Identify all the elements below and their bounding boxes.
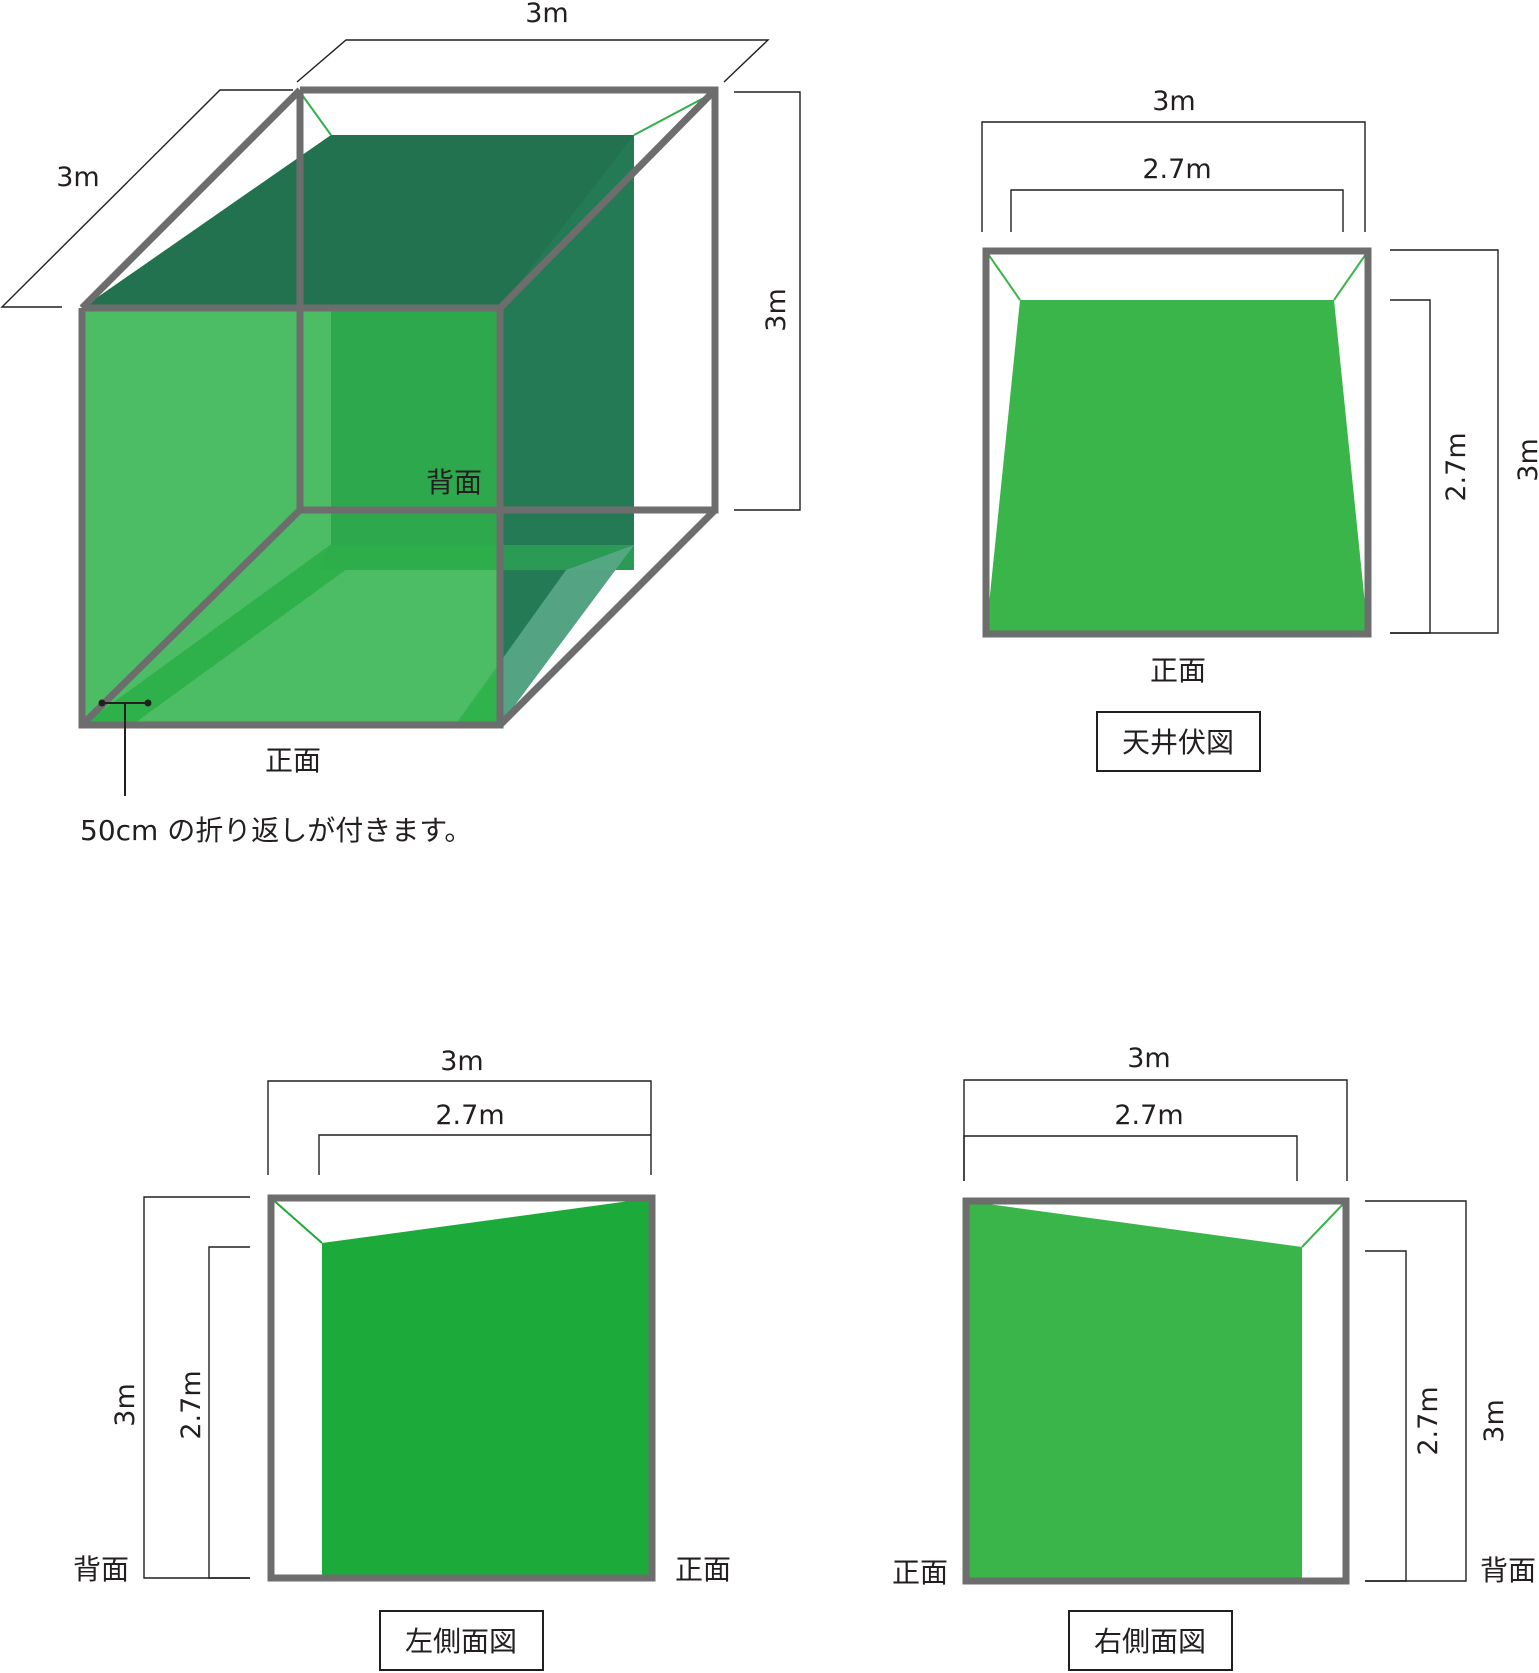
fold-marker-dot bbox=[98, 699, 106, 707]
ceiling-inner-height-dimension bbox=[1390, 299, 1431, 634]
ceiling-outer-height-label: 3m bbox=[1513, 438, 1539, 481]
right-outer-height-label: 3m bbox=[1479, 1399, 1510, 1442]
ceiling-outer-height-dimension bbox=[1390, 249, 1499, 634]
ceiling-front-label: 正面 bbox=[1150, 654, 1206, 687]
ceiling-title-box bbox=[1096, 711, 1261, 772]
right-side-title: 右側面図 bbox=[1094, 1625, 1206, 1658]
left-side-net bbox=[322, 1198, 652, 1578]
iso-back-label: 背面 bbox=[426, 466, 482, 499]
left-side-title: 左側面図 bbox=[405, 1625, 517, 1658]
right-outer-width-dimension bbox=[963, 1079, 1348, 1181]
left-title-box bbox=[379, 1610, 544, 1671]
left-outer-height-dimension bbox=[143, 1196, 250, 1579]
right-inner-width-dimension bbox=[963, 1135, 1298, 1181]
right-inner-height-dimension bbox=[1365, 1250, 1407, 1582]
left-outer-width-dimension bbox=[267, 1080, 652, 1175]
iso-height-dimension bbox=[734, 91, 801, 511]
ceiling-net bbox=[986, 300, 1368, 634]
ceiling-outer-width-dimension bbox=[981, 121, 1366, 232]
ceiling-title: 天井伏図 bbox=[1122, 726, 1234, 759]
ceiling-corner-line bbox=[1333, 250, 1369, 301]
left-outer-height-label: 3m bbox=[110, 1383, 141, 1426]
left-inner-height-dimension bbox=[208, 1246, 250, 1579]
iso-height-label: 3m bbox=[761, 288, 792, 331]
right-title-box bbox=[1068, 1610, 1233, 1671]
iso-top-width-dimension bbox=[296, 39, 770, 83]
ceiling-view: 3m 2.7m 3m 2.7m 正面 天井伏図 bbox=[981, 86, 1539, 772]
right-side-view: 3m 2.7m 3m 2.7m 正面 背面 右側面図 bbox=[892, 1043, 1536, 1671]
right-corner-line bbox=[1301, 1200, 1347, 1248]
right-inner-height-label: 2.7m bbox=[1413, 1386, 1444, 1455]
iso-frame-front bbox=[78, 87, 718, 729]
iso-front-label: 正面 bbox=[265, 744, 321, 777]
left-outer-width-label: 3m bbox=[440, 1046, 483, 1077]
right-back-label: 背面 bbox=[1480, 1554, 1536, 1587]
ceiling-outer-width-label: 3m bbox=[1152, 86, 1195, 117]
fold-note: 50cm の折り返しが付きます。 bbox=[80, 814, 472, 847]
left-inner-height-label: 2.7m bbox=[176, 1370, 207, 1439]
left-side-view: 3m 2.7m 3m 2.7m 背面 正面 左側面図 bbox=[73, 1046, 731, 1671]
iso-frame-back bbox=[79, 86, 719, 728]
left-front-label: 正面 bbox=[675, 1553, 731, 1586]
right-outer-width-label: 3m bbox=[1127, 1043, 1170, 1074]
left-corner-line bbox=[270, 1197, 323, 1244]
ceiling-corner-line bbox=[985, 250, 1021, 301]
left-inner-width-label: 2.7m bbox=[435, 1100, 504, 1131]
iso-top-net bbox=[82, 135, 634, 308]
iso-top-width-label: 3m bbox=[525, 0, 568, 29]
left-back-label: 背面 bbox=[73, 1553, 129, 1586]
iso-corner-line bbox=[299, 91, 332, 136]
ceiling-frame bbox=[982, 247, 1372, 638]
left-side-frame bbox=[267, 1194, 656, 1582]
ceiling-inner-height-label: 2.7m bbox=[1441, 432, 1472, 501]
iso-view: 3m 3m 3m 背面 正面 50cm の折り返しが付きます。 bbox=[0, 0, 801, 847]
right-side-net bbox=[966, 1201, 1302, 1581]
right-side-frame bbox=[962, 1197, 1350, 1585]
right-outer-height-dimension bbox=[1365, 1200, 1467, 1582]
ceiling-inner-width-label: 2.7m bbox=[1142, 154, 1211, 185]
ceiling-inner-width-dimension bbox=[1010, 189, 1344, 232]
right-inner-width-label: 2.7m bbox=[1114, 1100, 1183, 1131]
iso-depth-label: 3m bbox=[56, 162, 99, 193]
fold-marker-dot bbox=[144, 699, 152, 707]
iso-depth-dimension bbox=[0, 89, 293, 308]
left-inner-width-dimension bbox=[318, 1134, 651, 1175]
right-front-label: 正面 bbox=[892, 1556, 948, 1589]
